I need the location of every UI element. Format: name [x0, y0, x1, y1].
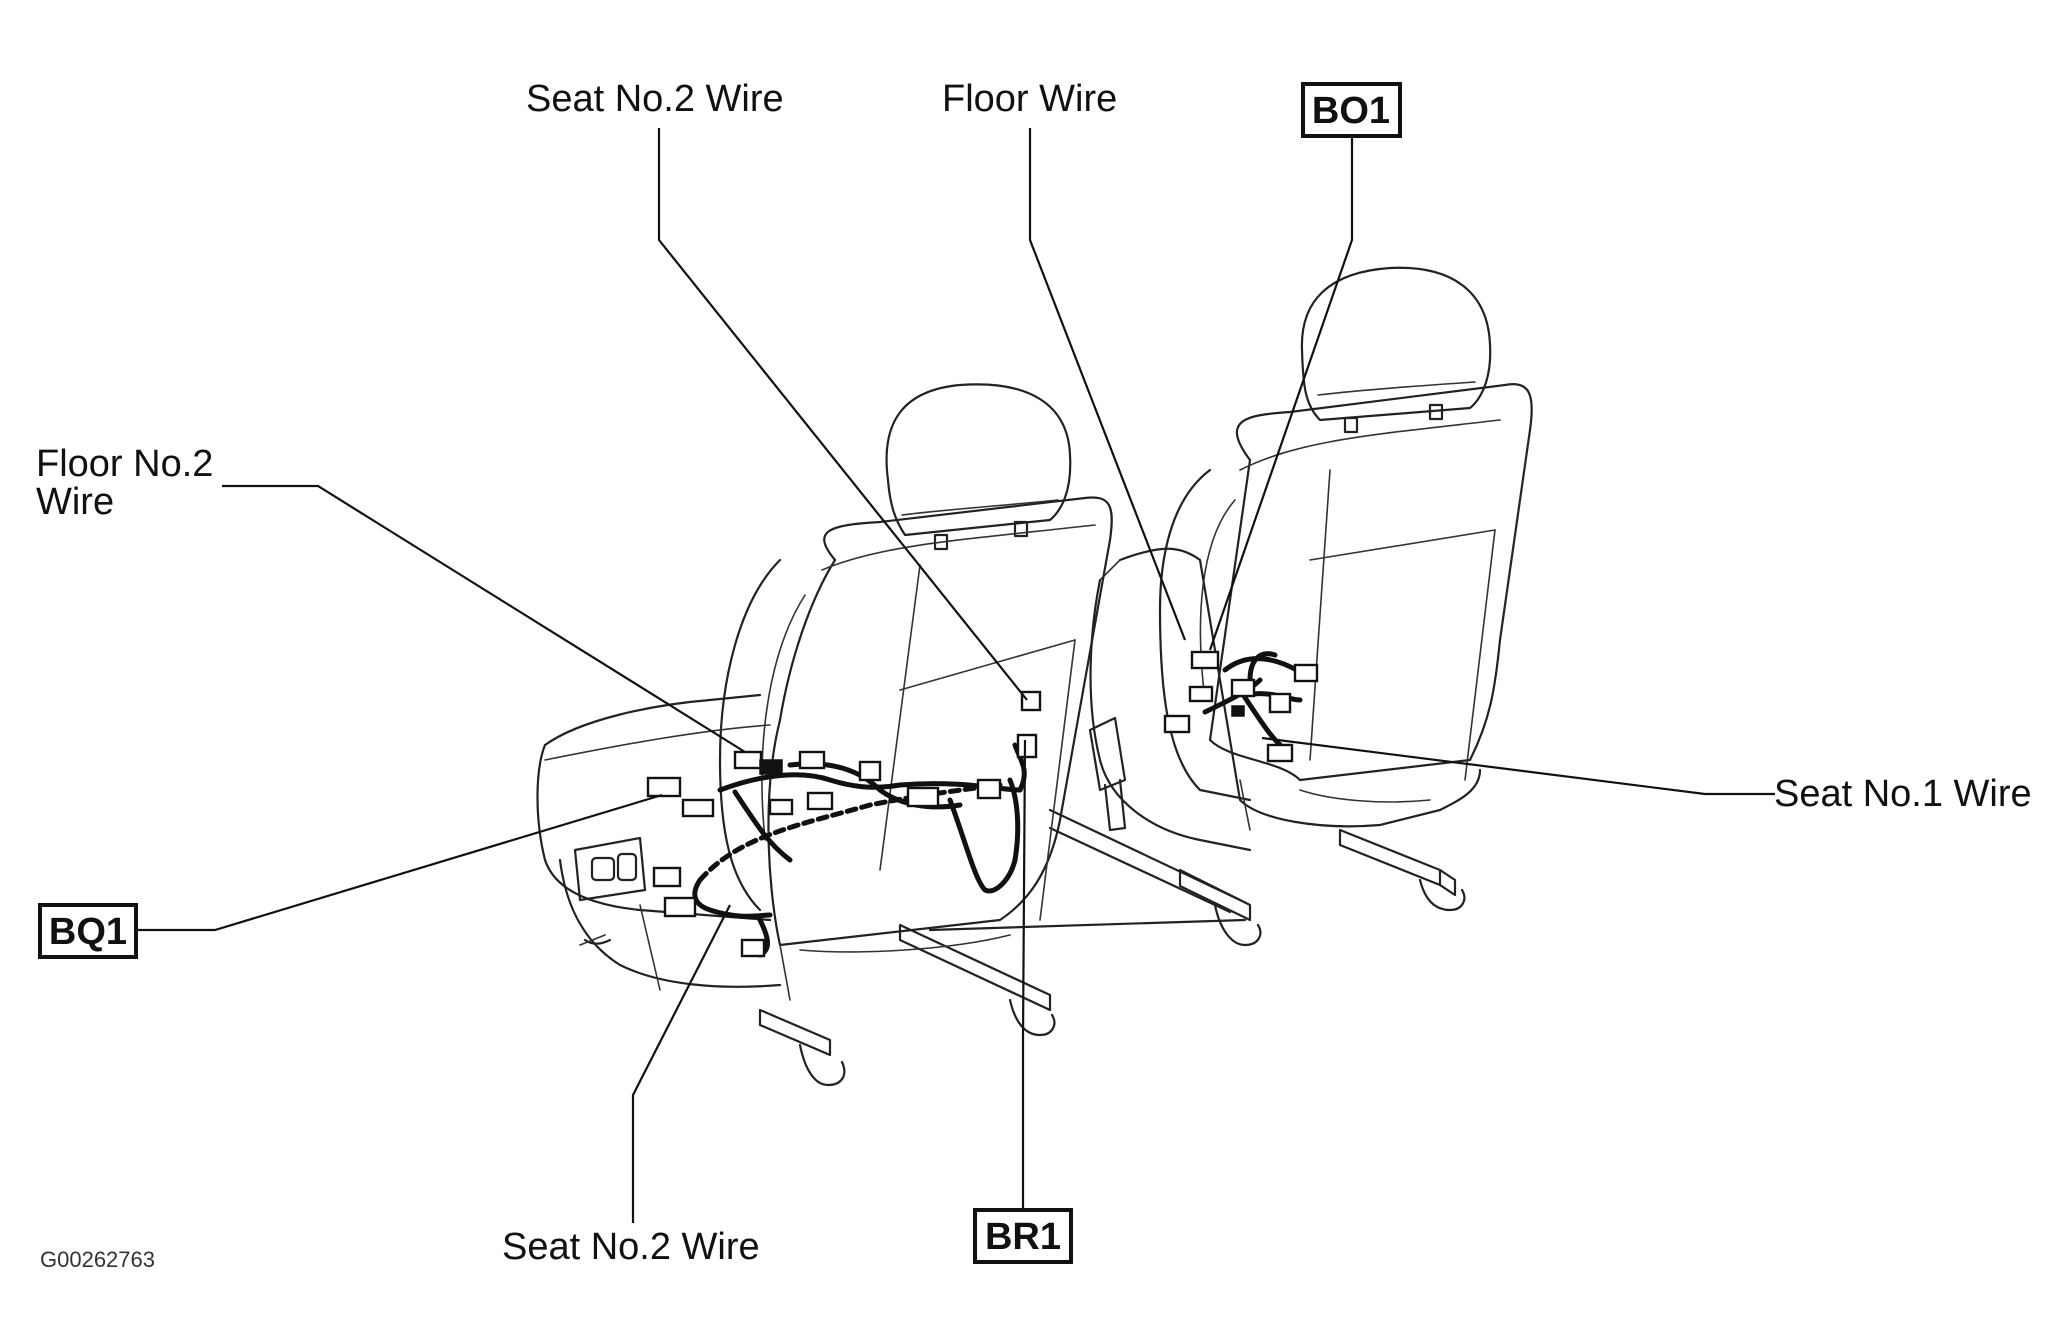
leader-seat-no2-wire-bottom [631, 904, 731, 1223]
label-floor-no2-wire-line2: Wire [36, 481, 114, 523]
right-seat-back [1208, 382, 1533, 782]
right-seat-headrest [1300, 266, 1492, 422]
right-seat-rail [1338, 828, 1442, 887]
left-seat [536, 383, 1247, 1087]
right-seat-cushion [1118, 547, 1482, 828]
left-seat-cushion [543, 693, 762, 747]
leader-floor-no2-wire [222, 484, 746, 753]
leader-bq1 [138, 793, 663, 932]
connector-code-br1: BR1 [985, 1216, 1061, 1258]
label-floor-wire: Floor Wire [942, 78, 1117, 120]
power-seat-switch [573, 836, 647, 902]
right-seat-connectors [1163, 650, 1319, 763]
left-seat-headrest [885, 383, 1072, 537]
label-seat-no1-wire: Seat No.1 Wire [1774, 773, 2032, 815]
leader-seat-no1-wire [1261, 736, 1775, 796]
leader-lines [138, 128, 1775, 1223]
right-seat [1048, 266, 1533, 947]
connector-code-bo1: BO1 [1312, 90, 1390, 132]
connector-tag-bq1: BQ1 [38, 903, 138, 959]
left-seat-back [767, 496, 1113, 947]
leader-floor-wire [1028, 128, 1187, 641]
leader-bo1 [1208, 138, 1354, 651]
leader-seat-no2-wire-top [657, 128, 1028, 701]
connector-tag-bo1: BO1 [1301, 82, 1402, 138]
connector-tag-br1: BR1 [973, 1208, 1073, 1264]
label-floor-no2-wire-line1: Floor No.2 [36, 443, 213, 485]
figure-code: G00262763 [40, 1247, 155, 1272]
connector-code-bq1: BQ1 [49, 911, 127, 953]
left-seat-connectors [646, 690, 1042, 958]
label-seat-no2-wire-top: Seat No.2 Wire [526, 78, 784, 120]
label-seat-no2-wire-bottom: Seat No.2 Wire [502, 1226, 760, 1268]
leader-br1 [1021, 739, 1027, 1210]
left-seat-rail [758, 1008, 832, 1057]
